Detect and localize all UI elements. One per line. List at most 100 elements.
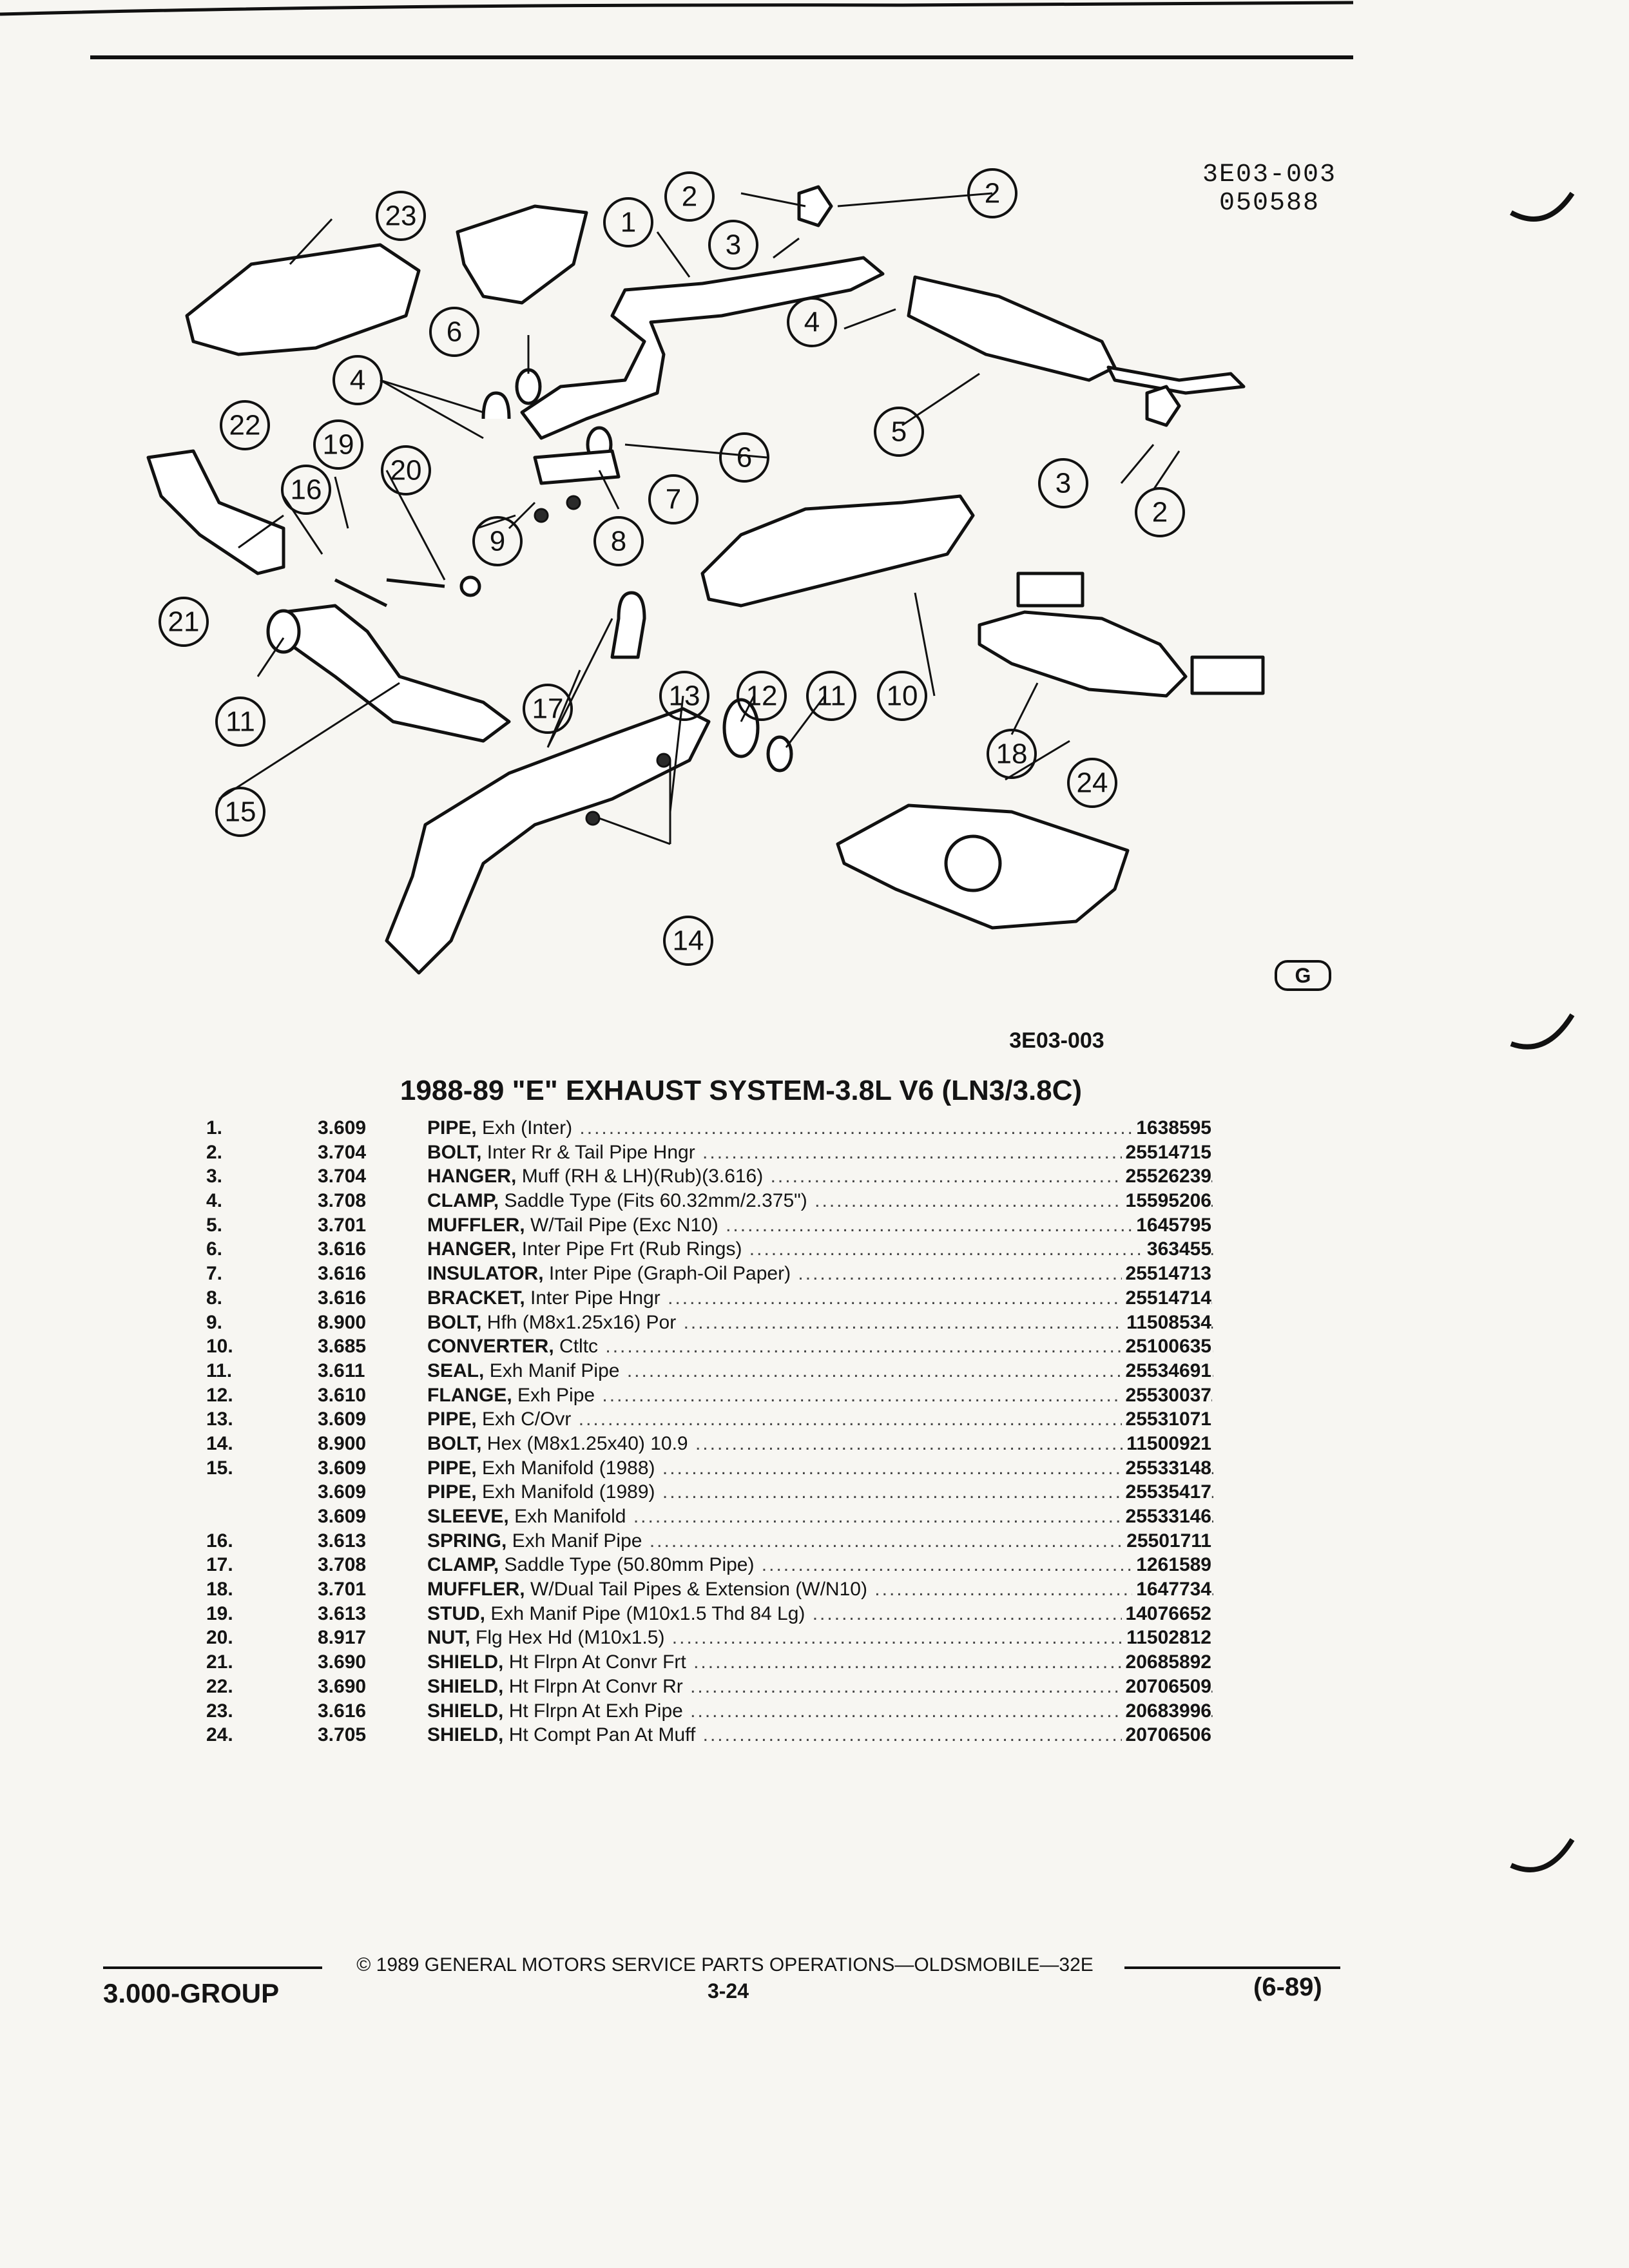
svg-text:3: 3 xyxy=(1055,468,1071,499)
item-number: 2. xyxy=(206,1141,223,1163)
group-number: 3.701 xyxy=(318,1214,367,1236)
item-name: NUT, xyxy=(427,1627,470,1649)
item-name: CONVERTER, xyxy=(427,1336,554,1358)
svg-text:4: 4 xyxy=(350,365,365,396)
group-number: 3.609 xyxy=(318,1408,367,1430)
svg-text:13: 13 xyxy=(669,680,700,712)
item-detail: Flg Hex Hd (M10x1.5) xyxy=(476,1627,665,1649)
svg-text:15: 15 xyxy=(225,796,256,828)
callout-18: 18 xyxy=(987,729,1037,779)
callout-21: 21 xyxy=(159,597,209,647)
group-number: 3.616 xyxy=(318,1700,367,1722)
group-number: 8.900 xyxy=(318,1432,367,1454)
svg-text:4: 4 xyxy=(804,307,820,338)
item-detail: Hex (M8x1.25x40) 10.9 xyxy=(487,1432,688,1454)
part-number: 11500921 xyxy=(1123,1431,1211,1456)
page-title: 1988-89 "E" EXHAUST SYSTEM-3.8L V6 (LN3/… xyxy=(400,1075,1083,1106)
part-number: 20685892 xyxy=(1121,1650,1211,1675)
bolt-14-a xyxy=(656,753,671,768)
item-number: 4. xyxy=(206,1190,223,1212)
item-number: 21. xyxy=(206,1651,233,1673)
callout-22: 22 xyxy=(220,400,270,450)
item-name: PIPE, xyxy=(427,1457,477,1479)
part-number: 15595206 xyxy=(1121,1189,1211,1213)
group-number: 3.609 xyxy=(318,1481,367,1503)
reference-code-bottom: 3E03-003 xyxy=(1009,1028,1104,1053)
part-number: 1261589 xyxy=(1132,1553,1211,1578)
group-number: 3.613 xyxy=(318,1530,367,1552)
manifold-pipe-15 xyxy=(282,604,511,743)
item-description: PIPE, Exh (Inter) ......................… xyxy=(427,1116,1213,1140)
callout-10: 10 xyxy=(877,671,927,721)
part-number: 25514714 xyxy=(1121,1285,1211,1311)
svg-text:19: 19 xyxy=(323,429,354,461)
nut-20 xyxy=(459,575,481,597)
item-name: PIPE, xyxy=(427,1408,477,1430)
item-number: 11. xyxy=(206,1360,233,1381)
svg-text:11: 11 xyxy=(226,706,255,738)
callout-1: 1 xyxy=(603,197,653,247)
item-name: CLAMP, xyxy=(427,1554,499,1576)
item-detail: Muff (RH & LH)(Rub)(3.616) xyxy=(521,1166,764,1187)
item-name: CLAMP, xyxy=(427,1190,499,1212)
group-number: 3.609 xyxy=(318,1506,367,1527)
item-detail: Ht Flrpn At Convr Rr xyxy=(508,1675,683,1697)
tail-pipe-extension-b xyxy=(1190,655,1265,695)
callout-2-rear: 2 xyxy=(1135,487,1185,537)
item-number: 20. xyxy=(206,1627,233,1649)
item-detail: Exh Pipe xyxy=(517,1384,595,1406)
svg-text:22: 22 xyxy=(229,410,261,441)
muffler-5 xyxy=(907,275,1117,382)
item-detail: Exh Manifold xyxy=(514,1506,626,1527)
callout-8: 8 xyxy=(593,516,644,566)
part-number: 20706509 xyxy=(1121,1674,1211,1699)
part-number: 1645795 xyxy=(1132,1213,1211,1238)
gm-parts-mark: G xyxy=(1275,960,1331,991)
item-number: 3. xyxy=(206,1166,223,1187)
item-description: HANGER, Inter Pipe Frt (Rub Rings) .....… xyxy=(427,1237,1213,1262)
item-detail: Inter Pipe Frt (Rub Rings) xyxy=(521,1238,742,1260)
part-number: 25531071 xyxy=(1121,1407,1211,1432)
binder-mark-1 xyxy=(1510,191,1575,222)
callout-16: 16 xyxy=(281,465,331,515)
callout-2-top: 2 xyxy=(664,171,715,222)
item-number: 12. xyxy=(206,1384,233,1406)
bolt-8 xyxy=(566,495,581,510)
item-number: 6. xyxy=(206,1238,223,1260)
item-number: 16. xyxy=(206,1530,233,1552)
item-number: 17. xyxy=(206,1554,233,1576)
bolt-9 xyxy=(534,508,549,523)
group-number: 3.708 xyxy=(318,1554,367,1576)
callout-15: 15 xyxy=(215,787,265,837)
group-number: 3.610 xyxy=(318,1384,367,1406)
svg-text:16: 16 xyxy=(291,474,322,506)
item-number: 23. xyxy=(206,1700,233,1722)
item-description: PIPE, Exh Manifold (1988) ..............… xyxy=(427,1456,1213,1481)
part-number: 25514715 xyxy=(1121,1140,1211,1165)
group-number: 8.917 xyxy=(318,1627,367,1649)
item-detail: Ht Flrpn At Exh Pipe xyxy=(508,1700,683,1722)
svg-text:20: 20 xyxy=(390,455,422,486)
part-number: 363455 xyxy=(1142,1237,1211,1262)
item-description: SPRING, Exh Manif Pipe .................… xyxy=(427,1529,1213,1553)
item-description: SHIELD, Ht Compt Pan At Muff ...........… xyxy=(427,1723,1213,1747)
dot-leader: ........................................… xyxy=(749,1238,1213,1260)
item-detail: W/Dual Tail Pipes & Extension (W/N10) xyxy=(530,1579,867,1600)
item-description: STUD, Exh Manif Pipe (M10x1.5 Thd 84 Lg)… xyxy=(427,1602,1213,1626)
item-name: SHIELD, xyxy=(427,1700,504,1722)
callout-12: 12 xyxy=(737,671,787,721)
callout-3-rear: 3 xyxy=(1038,458,1088,508)
part-number: 1638595 xyxy=(1132,1116,1211,1140)
item-name: SHIELD, xyxy=(427,1724,504,1746)
part-number: 25533146 xyxy=(1121,1504,1211,1529)
dual-muffler-18 xyxy=(978,610,1188,698)
dot-leader: ........................................… xyxy=(633,1506,1213,1527)
